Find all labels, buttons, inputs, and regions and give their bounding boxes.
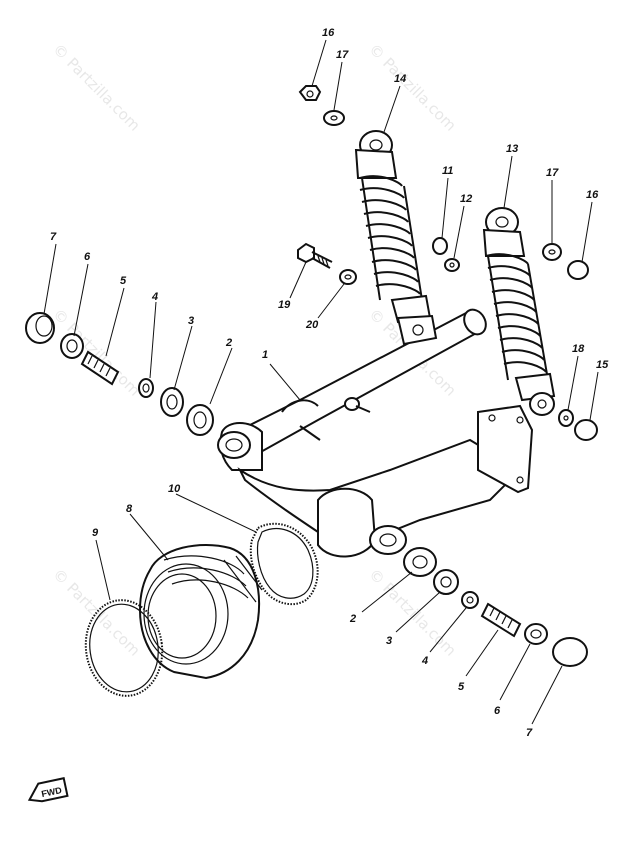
gasket-10 <box>249 522 319 606</box>
callout-17-right: 17 <box>546 167 559 179</box>
washer-17-left <box>323 110 345 126</box>
washer-4-left <box>138 378 154 398</box>
callout-4-left: 4 <box>151 291 158 303</box>
fwd-label: FWD <box>41 785 64 799</box>
nut-11 <box>432 237 448 255</box>
shaft-5-left <box>80 350 120 386</box>
cap-7-left <box>25 312 55 344</box>
bolt-pivot-center <box>344 397 371 413</box>
callout-5-right: 5 <box>458 681 465 693</box>
rubber-boot-8 <box>138 544 263 680</box>
callout-14: 14 <box>394 73 406 85</box>
callout-20: 20 <box>305 319 319 331</box>
callout-17-left: 17 <box>336 49 349 61</box>
watermark-1: © Partzilla.com <box>49 40 144 135</box>
seal-3-left <box>160 387 184 417</box>
callout-7-right: 7 <box>526 727 533 739</box>
callout-19: 19 <box>278 299 291 311</box>
shock-absorber-left <box>354 130 438 346</box>
callout-5-left: 5 <box>120 275 127 287</box>
nut-6-left <box>60 333 84 359</box>
swing-arm <box>217 308 534 558</box>
bolt-19 <box>297 242 333 269</box>
washer-17-right <box>542 243 562 261</box>
shock-spring-left <box>359 175 421 295</box>
seal-3-right <box>433 569 459 595</box>
callout-16-left: 16 <box>322 27 335 39</box>
callout-4-right: 4 <box>421 655 428 667</box>
leader-lines <box>43 39 599 725</box>
washer-4-right <box>461 591 479 609</box>
callout-12: 12 <box>460 193 472 205</box>
cap-nut-15 <box>574 419 598 441</box>
o-ring-9 <box>84 599 164 697</box>
callout-3-left: 3 <box>188 315 194 327</box>
callouts: 1 2 3 4 5 6 7 16 17 14 13 11 12 17 16 18… <box>50 27 609 739</box>
nut-16-right <box>567 260 589 280</box>
callout-11: 11 <box>442 165 453 177</box>
callout-2-right: 2 <box>349 613 356 625</box>
fwd-arrow: FWD <box>27 777 69 803</box>
bearing-2-left <box>186 404 214 436</box>
cap-7-right <box>552 637 588 667</box>
callout-15: 15 <box>596 359 609 371</box>
callout-10: 10 <box>168 483 181 495</box>
nut-6-right <box>524 623 548 645</box>
watermark-2: © Partzilla.com <box>365 40 460 135</box>
shaft-5-right <box>480 602 522 638</box>
callout-7-left: 7 <box>50 231 57 243</box>
washer-18 <box>558 409 574 427</box>
bearing-2-right <box>403 547 437 577</box>
callout-3-right: 3 <box>386 635 392 647</box>
callout-6-left: 6 <box>84 251 91 263</box>
callout-1: 1 <box>262 349 268 361</box>
callout-9: 9 <box>92 527 99 539</box>
washer-20 <box>339 269 357 285</box>
callout-8: 8 <box>126 503 133 515</box>
shock-absorber-right <box>482 207 556 416</box>
callout-16-right: 16 <box>586 189 599 201</box>
callout-18: 18 <box>572 343 585 355</box>
nut-16-left <box>298 85 322 101</box>
callout-13: 13 <box>506 143 518 155</box>
washer-12 <box>444 258 460 272</box>
callout-6-right: 6 <box>494 705 501 717</box>
callout-2-left: 2 <box>225 337 232 349</box>
